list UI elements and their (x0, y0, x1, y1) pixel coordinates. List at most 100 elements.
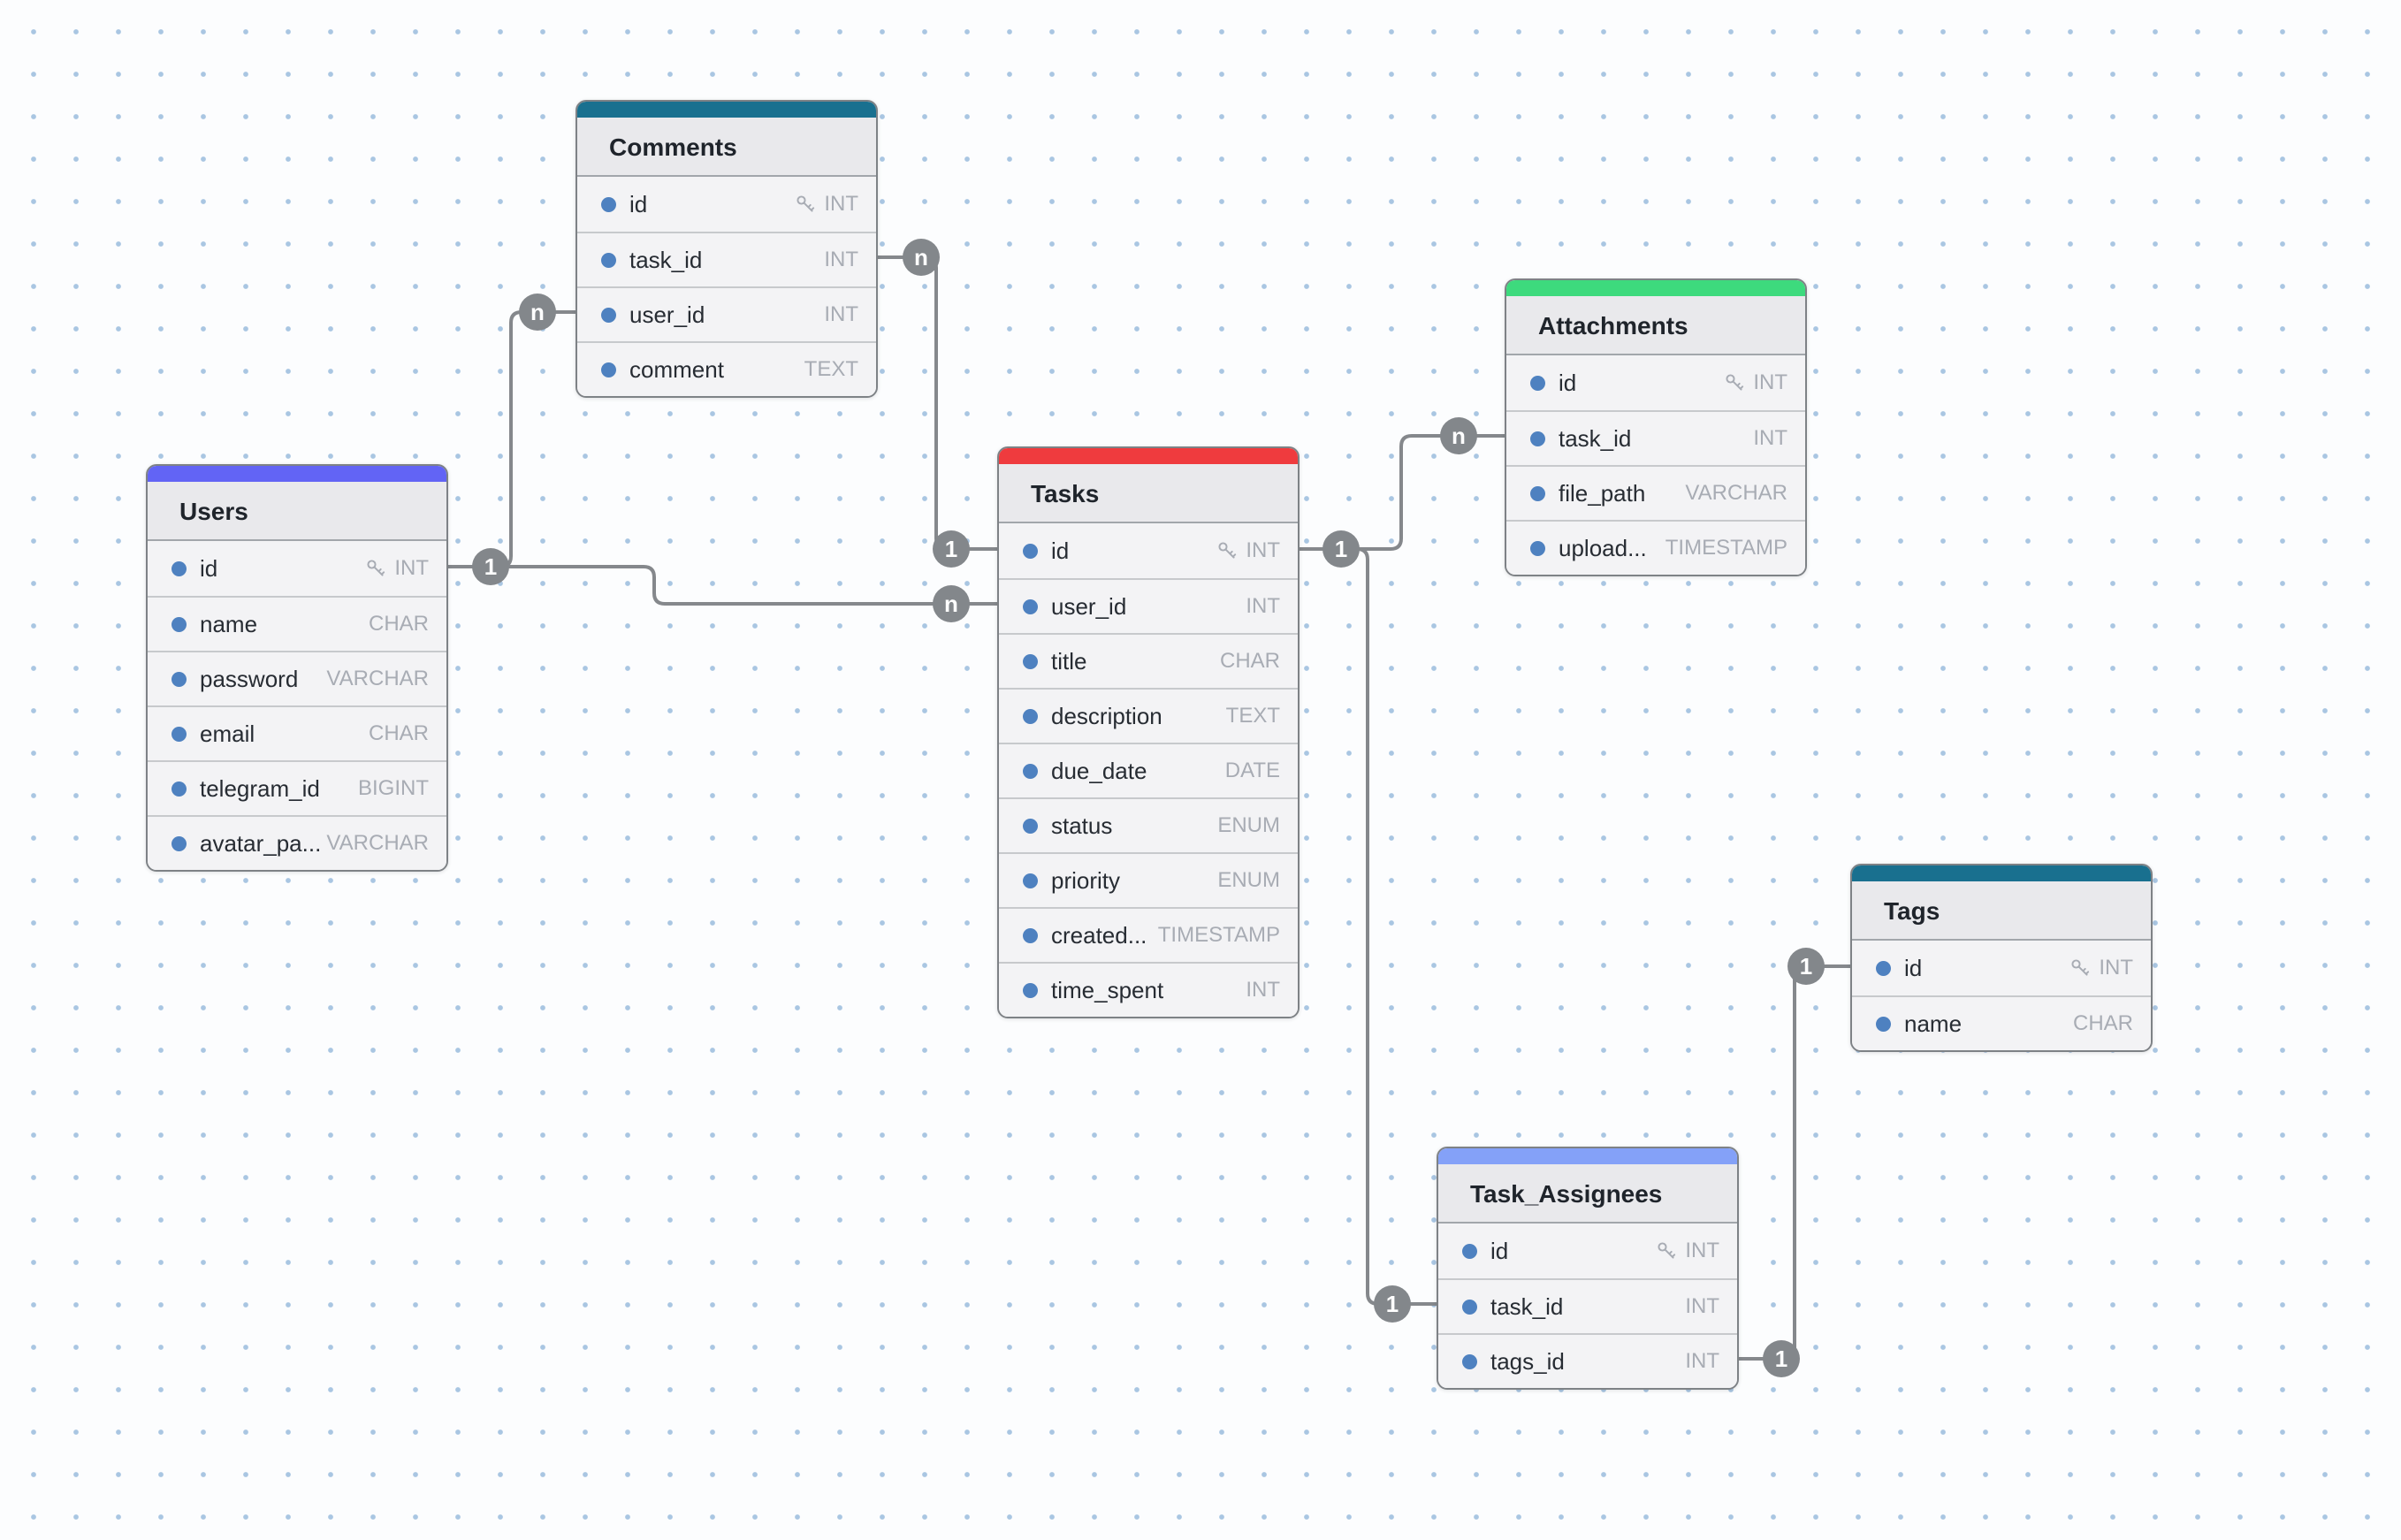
field-name: name (200, 610, 258, 637)
field-type-group: INT (365, 556, 429, 581)
field-row-comments-0[interactable]: id INT (577, 177, 876, 232)
field-row-tasks-8[interactable]: time_spent INT (999, 962, 1298, 1017)
table-color-strip (999, 448, 1298, 464)
cardinality-badge-label: 1 (1775, 1346, 1787, 1372)
field-row-tags-1[interactable]: name CHAR (1852, 995, 2151, 1050)
cardinality-badge[interactable]: n (1440, 417, 1477, 454)
field-name: tags_id (1490, 1347, 1565, 1375)
field-type: INT (394, 556, 429, 580)
er-table-task_assignees[interactable]: Task_Assignees id INT task_id INT tags_i… (1437, 1147, 1739, 1390)
relationship-line-0[interactable] (448, 310, 575, 568)
field-dot-icon (1462, 1353, 1477, 1369)
er-table-users[interactable]: Users id INT name CHAR password VARCHAR … (146, 464, 448, 872)
field-row-task_assignees-1[interactable]: task_id INT (1438, 1278, 1737, 1333)
field-row-task_assignees-0[interactable]: id INT (1438, 1224, 1737, 1278)
field-row-tasks-0[interactable]: id INT (999, 523, 1298, 578)
er-table-attachments[interactable]: Attachments id INT task_id INT file_path… (1505, 278, 1807, 576)
field-type-group: INT (1724, 370, 1787, 395)
cardinality-badge[interactable]: 1 (1322, 530, 1360, 568)
field-row-tasks-1[interactable]: user_id INT (999, 578, 1298, 633)
cardinality-badge-label: 1 (484, 553, 497, 580)
field-row-tags-0[interactable]: id INT (1852, 941, 2151, 995)
primary-key-icon (367, 559, 385, 576)
field-type-group: INT (1685, 1294, 1719, 1319)
cardinality-badge[interactable]: 1 (1787, 948, 1825, 985)
field-type: CHAR (1219, 649, 1280, 673)
table-field-list: id INT name CHAR (1852, 941, 2151, 1050)
field-type-group: INT (824, 248, 858, 272)
cardinality-badge-label: n (914, 244, 928, 271)
relationship-line-2[interactable] (878, 255, 997, 551)
field-type: INT (1246, 594, 1280, 618)
relationship-line-3[interactable] (1300, 434, 1505, 551)
field-row-tasks-7[interactable]: created... TIMESTAMP (999, 907, 1298, 962)
cardinality-badge[interactable]: 1 (1763, 1340, 1800, 1377)
relationship-line-4[interactable] (1300, 547, 1437, 1306)
table-title: Users (148, 482, 446, 541)
field-row-users-0[interactable]: id INT (148, 541, 446, 596)
er-table-tasks[interactable]: Tasks id INT user_id INT title CHAR desc… (997, 446, 1300, 1018)
field-row-attachments-3[interactable]: upload... TIMESTAMP (1506, 520, 1805, 575)
field-row-users-5[interactable]: avatar_pa... VARCHAR (148, 815, 446, 870)
cardinality-badge[interactable]: n (519, 294, 556, 331)
field-dot-icon (172, 835, 187, 851)
field-row-task_assignees-2[interactable]: tags_id INT (1438, 1333, 1737, 1388)
field-name: name (1904, 1010, 1963, 1037)
field-row-tasks-5[interactable]: status ENUM (999, 797, 1298, 852)
field-type: DATE (1224, 759, 1280, 782)
field-dot-icon (1530, 540, 1545, 556)
field-row-comments-2[interactable]: user_id INT (577, 286, 876, 341)
cardinality-badge-label: 1 (1386, 1291, 1399, 1317)
field-type-group: INT (2069, 956, 2133, 980)
field-row-users-1[interactable]: name CHAR (148, 596, 446, 651)
cardinality-badge-circle (1374, 1285, 1411, 1323)
cardinality-badge-circle (472, 548, 509, 585)
field-type-group: CHAR (2073, 1011, 2133, 1036)
cardinality-badge[interactable]: n (903, 239, 940, 276)
field-row-attachments-2[interactable]: file_path VARCHAR (1506, 465, 1805, 520)
field-type-group: INT (1685, 1349, 1719, 1374)
field-row-users-4[interactable]: telegram_id BIGINT (148, 760, 446, 815)
field-type: INT (1246, 978, 1280, 1002)
relationship-line-1[interactable] (448, 565, 997, 606)
er-table-comments[interactable]: Comments id INT task_id INT user_id INT … (575, 100, 878, 398)
field-dot-icon (172, 671, 187, 687)
cardinality-badge-circle (1787, 948, 1825, 985)
field-row-tasks-4[interactable]: due_date DATE (999, 743, 1298, 797)
field-dot-icon (1530, 485, 1545, 501)
field-dot-icon (601, 196, 616, 212)
cardinality-badge-circle (1440, 417, 1477, 454)
cardinality-badge[interactable]: 1 (472, 548, 509, 585)
cardinality-badge-circle (933, 585, 970, 622)
field-row-attachments-1[interactable]: task_id INT (1506, 410, 1805, 465)
field-name: due_date (1051, 757, 1147, 784)
field-type-group: ENUM (1217, 868, 1280, 893)
field-dot-icon (601, 307, 616, 323)
field-row-users-2[interactable]: password VARCHAR (148, 651, 446, 705)
field-type-group: TIMESTAMP (1665, 536, 1787, 560)
field-row-tasks-3[interactable]: description TEXT (999, 688, 1298, 743)
field-dot-icon (1023, 598, 1038, 614)
field-type-group: INT (1246, 978, 1280, 1003)
table-title: Comments (577, 118, 876, 177)
field-type-group: CHAR (369, 612, 429, 637)
field-type: INT (824, 192, 858, 216)
cardinality-badge[interactable]: 1 (1374, 1285, 1411, 1323)
field-name: task_id (1559, 424, 1632, 452)
field-name: id (629, 190, 648, 217)
field-type-group: INT (1216, 538, 1280, 563)
er-table-tags[interactable]: Tags id INT name CHAR (1850, 864, 2153, 1052)
field-row-comments-1[interactable]: task_id INT (577, 232, 876, 286)
field-row-attachments-0[interactable]: id INT (1506, 355, 1805, 410)
field-type-group: INT (1246, 594, 1280, 619)
field-row-tasks-6[interactable]: priority ENUM (999, 852, 1298, 907)
cardinality-badge[interactable]: n (933, 585, 970, 622)
field-row-comments-3[interactable]: comment TEXT (577, 341, 876, 396)
field-row-tasks-2[interactable]: title CHAR (999, 633, 1298, 688)
relationship-line-5[interactable] (1739, 964, 1850, 1361)
cardinality-badge[interactable]: 1 (933, 530, 970, 568)
field-name: description (1051, 702, 1162, 729)
field-row-users-3[interactable]: email CHAR (148, 705, 446, 760)
